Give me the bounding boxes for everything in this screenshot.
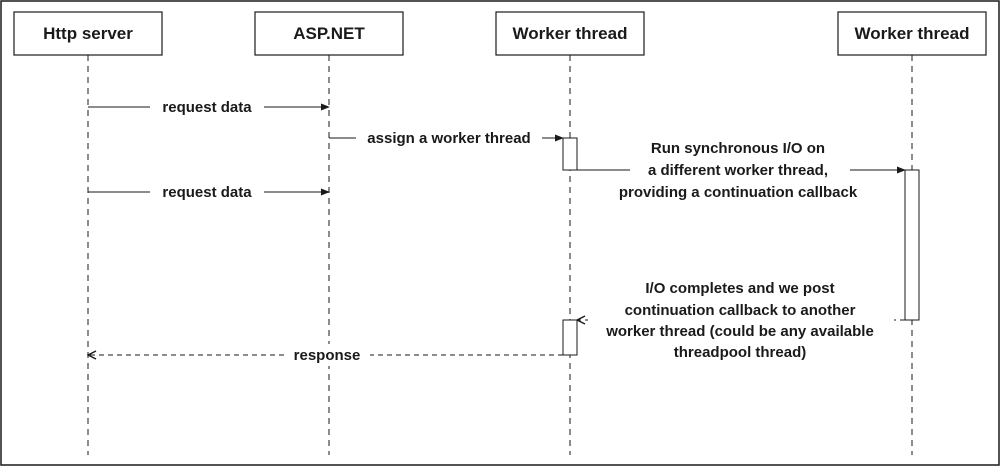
- participant-worker-thread-2: Worker thread: [837, 11, 987, 56]
- message-label-io-completes-line-2: continuation callback to another: [625, 302, 856, 319]
- message-label-io-completes-line-3: worker thread (could be any available: [605, 323, 874, 340]
- activation-worker-thread-1-first: [562, 137, 578, 171]
- participant-http-server: Http server: [13, 11, 163, 56]
- message-label-io-completes-line-4: threadpool thread): [674, 344, 807, 361]
- participant-label: Worker thread: [513, 24, 628, 43]
- activation-worker-thread-1-second: [562, 319, 578, 356]
- label-bg: [150, 96, 264, 118]
- label-bg: [630, 136, 850, 200]
- message-label-run-sync-io-line-3: providing a continuation callback: [619, 184, 858, 201]
- participant-label: Http server: [43, 24, 133, 43]
- message-label-request-data-2: request data: [162, 184, 252, 201]
- message-label-assign-worker: assign a worker thread: [367, 130, 530, 147]
- label-bg: [284, 344, 370, 366]
- label-bg: [356, 127, 542, 149]
- label-bg: [588, 278, 894, 364]
- participant-aspnet: ASP.NET: [254, 11, 404, 56]
- participant-worker-thread-1: Worker thread: [495, 11, 645, 56]
- label-bg: [150, 181, 264, 203]
- participant-label: Worker thread: [855, 24, 970, 43]
- message-label-io-completes-line-1: I/O completes and we post: [645, 280, 834, 297]
- message-label-request-data-1: request data: [162, 99, 252, 116]
- message-label-run-sync-io-line-2: a different worker thread,: [648, 162, 828, 179]
- participant-label: ASP.NET: [293, 24, 365, 43]
- message-label-run-sync-io-line-1: Run synchronous I/O on: [651, 140, 825, 157]
- activation-worker-thread-2: [904, 169, 920, 321]
- message-label-response: response: [294, 347, 361, 364]
